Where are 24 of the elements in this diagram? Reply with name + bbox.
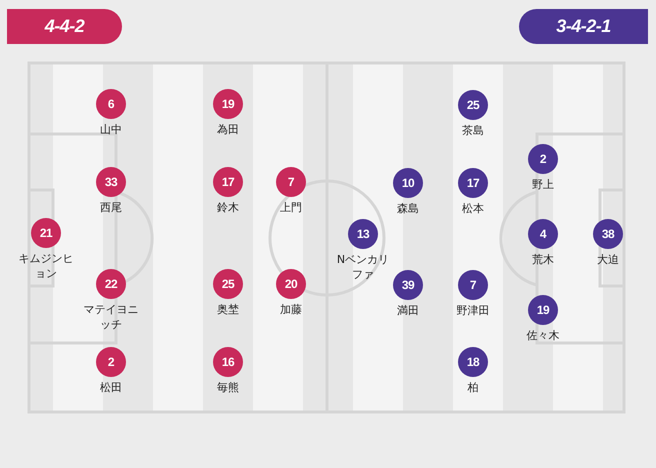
player-name: 柏 — [466, 380, 480, 395]
player-name: 茶島 — [461, 123, 485, 138]
player-name: 西尾 — [99, 200, 123, 215]
player-name: マテイヨニッチ — [82, 302, 140, 332]
player-name: キムジンヒョン — [18, 251, 74, 281]
player-name: Nベンカリファ — [336, 252, 390, 282]
player-name: 加藤 — [279, 302, 303, 317]
player-name: 野上 — [531, 177, 555, 192]
player-name: 山中 — [99, 122, 123, 137]
player-name: 松本 — [461, 201, 485, 216]
player-name: 鈴木 — [216, 200, 240, 215]
player-name: 満田 — [396, 303, 420, 318]
player-name: 荒木 — [531, 252, 555, 267]
player-name: 佐々木 — [526, 328, 560, 343]
formation-label: 3-4-2-1 — [519, 9, 648, 44]
formation-label: 4-4-2 — [7, 9, 122, 44]
player-name: 毎熊 — [216, 380, 240, 395]
player-name: 森島 — [396, 201, 420, 216]
player-name: 奥埜 — [216, 302, 240, 317]
player-name: 大迫 — [596, 252, 620, 267]
player-name: 上門 — [279, 200, 303, 215]
player-name: 松田 — [99, 380, 123, 395]
player-name: 野津田 — [456, 303, 490, 318]
player-name: 為田 — [216, 122, 240, 137]
